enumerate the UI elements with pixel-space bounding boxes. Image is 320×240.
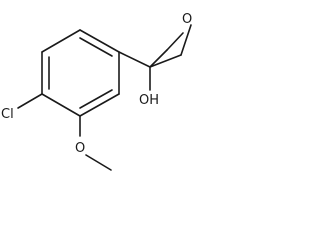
chlorine-label: Cl — [1, 107, 14, 122]
bond-c2-c4-side — [167, 50, 181, 55]
hydroxyl-label: OH — [139, 93, 159, 108]
ring-double-1 — [79, 37, 113, 57]
oxetane-oxygen-label: O — [182, 12, 192, 27]
ring-bond-2 — [41, 29, 81, 53]
chemical-structure: O OH Cl O — [1, 12, 192, 171]
bond-c3-c2 — [149, 49, 168, 68]
bond-o-ch3 — [85, 154, 112, 171]
bond-c2-o — [166, 32, 184, 51]
ring-bond-1 — [79, 29, 120, 53]
oxetane-ring — [149, 24, 192, 68]
methoxy-oxygen-label: O — [75, 141, 85, 156]
bond-c4-c3 — [149, 54, 182, 68]
benzene-ring — [41, 29, 120, 117]
bond-c3-aryl — [118, 51, 151, 68]
ring-bond-4 — [41, 93, 81, 117]
bond-o-c4 — [180, 24, 192, 56]
ring-bond-5 — [79, 93, 120, 117]
ring-double-3 — [79, 89, 113, 109]
bond-c-cl — [17, 93, 43, 109]
